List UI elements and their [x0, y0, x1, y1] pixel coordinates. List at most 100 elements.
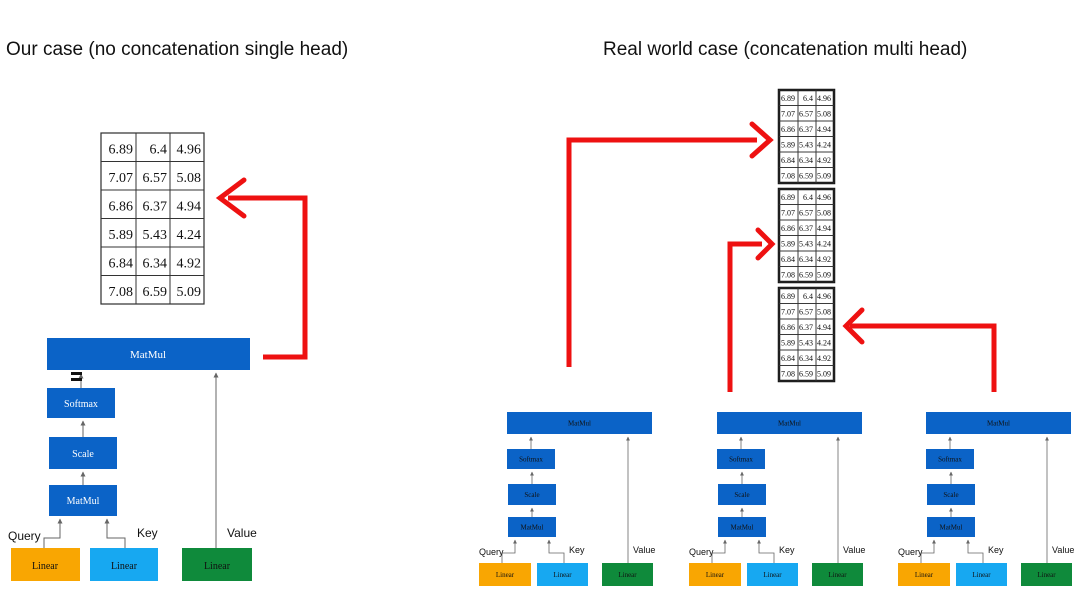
- matrix-value: 5.89: [781, 339, 795, 348]
- matmul-top-box-label: MatMul: [778, 419, 801, 427]
- scale-box-label: Scale: [734, 491, 749, 499]
- matrix-value: 4.92: [177, 257, 202, 272]
- matmul-top-rect: [47, 338, 250, 370]
- scale-box-label: Scale: [943, 491, 958, 499]
- softmax-box-label: Softmax: [938, 455, 962, 463]
- matrix-value: 6.84: [781, 255, 795, 264]
- matrix-value: 4.94: [817, 125, 831, 134]
- matmul-top-box-rect: [507, 412, 652, 434]
- matmul-bottom-box: MatMul: [508, 517, 556, 537]
- matrix-value: 4.24: [817, 240, 831, 249]
- linear-query-box-label: Linear: [915, 571, 934, 579]
- matmul-bottom-box-label: MatMul: [521, 523, 544, 531]
- matmul-top-box: MatMul: [926, 412, 1071, 434]
- matrix-value: 6.86: [781, 125, 795, 134]
- matrix-value: 4.92: [817, 255, 831, 264]
- matmul-bottom-box-rect: [718, 517, 766, 537]
- linear-value-rect: [182, 548, 252, 581]
- matrix-value: 5.08: [177, 171, 202, 186]
- connector-tick-mark: [71, 378, 82, 381]
- softmax-box-rect: [507, 449, 555, 469]
- connector-key: [966, 539, 984, 563]
- matrix-value: 6.57: [799, 308, 813, 317]
- matrix-value: 5.09: [177, 285, 202, 300]
- matrix-value: 6.89: [781, 193, 795, 202]
- matmul-top-box: MatMul: [47, 338, 250, 370]
- matmul-bottom-label: MatMul: [67, 496, 100, 507]
- matrix-value: 7.08: [781, 370, 795, 379]
- scale-label: Scale: [72, 449, 94, 460]
- matrix-value: 7.07: [781, 110, 795, 119]
- matrix-value: 6.86: [109, 200, 134, 215]
- linear-key-box-rect: [747, 563, 798, 586]
- head3-output-arrow: [850, 323, 997, 392]
- connector-query: [43, 518, 63, 548]
- matmul-bottom-box: MatMul: [927, 517, 975, 537]
- linear-query-rect: [11, 548, 80, 581]
- matrix-value: 5.43: [799, 240, 813, 249]
- connector-key: [547, 539, 565, 563]
- linear-value-label: Linear: [204, 561, 231, 572]
- matrix-value: 6.86: [781, 323, 795, 332]
- matrix-value: 6.89: [109, 143, 134, 158]
- matrix-value: 5.89: [781, 141, 795, 150]
- linear-value-box-label: Linear: [618, 571, 637, 579]
- softmax-rect: [47, 388, 115, 418]
- matrix-value: 6.59: [799, 370, 813, 379]
- matrix-value: 6.37: [143, 200, 168, 215]
- matrix-value: 6.59: [799, 271, 813, 280]
- matrix-value: 4.24: [817, 339, 831, 348]
- linear-key-box: Linear: [537, 563, 588, 586]
- matrix-value: 4.94: [177, 200, 202, 215]
- matrix-value: 6.59: [799, 172, 813, 181]
- matrix-value: 5.89: [109, 228, 134, 243]
- output-arrow: [228, 195, 308, 360]
- matrix-value: 4.24: [817, 141, 831, 150]
- linear-key-label: Linear: [111, 561, 138, 572]
- output-arrowhead: [215, 177, 247, 219]
- linear-key-box: Linear: [747, 563, 798, 586]
- linear-query-box: Linear: [689, 563, 741, 586]
- connector-query: [920, 539, 936, 563]
- left-title: Our case (no concatenation single head): [6, 39, 348, 60]
- matrix-value: 6.37: [799, 125, 813, 134]
- head1-arrowhead: [749, 121, 774, 159]
- scale-box: Scale: [927, 484, 975, 505]
- connector-query: [711, 539, 727, 563]
- scale-box-rect: [927, 484, 975, 505]
- linear-key-box-label: Linear: [553, 571, 572, 579]
- value-label: Value: [227, 526, 257, 540]
- matrix-cell: [815, 266, 835, 283]
- matrix-value: 6.34: [799, 156, 813, 165]
- matmul-top-label: MatMul: [130, 349, 166, 361]
- matrix-cell: [815, 167, 835, 184]
- linear-key-box: Linear: [956, 563, 1007, 586]
- softmax-box-rect: [926, 449, 974, 469]
- matrix-value: 6.4: [803, 193, 813, 202]
- matrix-value: 6.84: [781, 156, 795, 165]
- matmul-bottom-box-rect: [927, 517, 975, 537]
- matrix-value: 6.89: [781, 94, 795, 103]
- linear-query-box-rect: [479, 563, 531, 586]
- linear-query-box-label: Linear: [706, 571, 725, 579]
- key-label: Key: [137, 526, 158, 540]
- head3-arrowhead: [842, 307, 865, 345]
- matrix-value: 4.92: [817, 156, 831, 165]
- linear-value-box: Linear: [812, 563, 863, 586]
- matrix-value: 4.24: [177, 228, 202, 243]
- matrix-value: 6.86: [781, 224, 795, 233]
- query-label: Query: [479, 547, 504, 557]
- linear-key-box-label: Linear: [763, 571, 782, 579]
- matrix-value: 6.84: [781, 354, 795, 363]
- query-label: Query: [898, 547, 923, 557]
- connector-query: [501, 539, 517, 563]
- softmax-box: Softmax: [47, 388, 115, 418]
- linear-query-box-label: Linear: [496, 571, 515, 579]
